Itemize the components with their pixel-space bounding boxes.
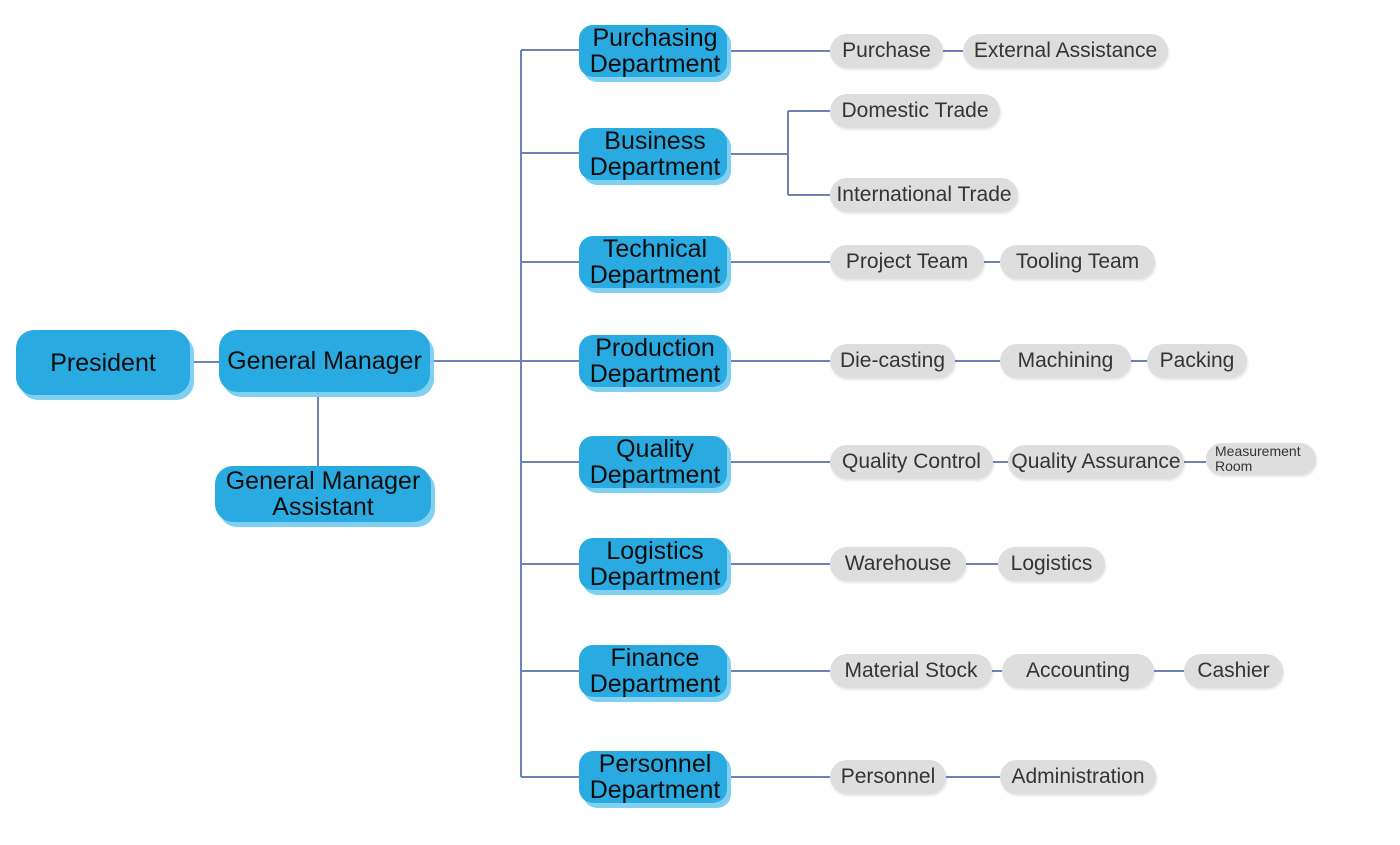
node-department-quality[interactable]: Quality Department: [579, 436, 727, 488]
node-department-personnel[interactable]: Personnel Department: [579, 751, 727, 803]
node-quality-control[interactable]: Quality Control: [830, 445, 993, 479]
node-business-line2: Department: [589, 153, 721, 181]
node-die-casting-label: Die-casting: [839, 348, 946, 372]
node-finance-line1: Finance: [610, 644, 700, 672]
node-department-purchasing[interactable]: Purchasing Department: [579, 25, 727, 77]
node-packing-label: Packing: [1159, 348, 1235, 372]
node-department-finance[interactable]: Finance Department: [579, 645, 727, 697]
node-president-label: President: [50, 348, 156, 377]
node-gm-assistant-line1: General Manager: [225, 467, 421, 495]
node-personnel-unit-label: Personnel: [840, 764, 936, 788]
node-tooling-team-label: Tooling Team: [1015, 249, 1140, 273]
node-purchase[interactable]: Purchase: [830, 34, 943, 68]
node-domestic-trade[interactable]: Domestic Trade: [830, 94, 1000, 128]
node-technical-line1: Technical: [602, 235, 708, 263]
node-tooling-team[interactable]: Tooling Team: [1000, 245, 1155, 279]
node-warehouse-label: Warehouse: [844, 551, 952, 575]
node-cashier[interactable]: Cashier: [1184, 654, 1283, 688]
node-purchase-label: Purchase: [842, 38, 931, 62]
node-department-business[interactable]: Business Department: [579, 128, 727, 180]
node-general-manager-assistant[interactable]: General Manager Assistant: [215, 466, 431, 522]
node-general-manager[interactable]: General Manager: [219, 330, 430, 392]
node-warehouse[interactable]: Warehouse: [830, 547, 966, 581]
node-business-line1: Business: [604, 127, 706, 155]
node-external-assistance-label: External Assistance: [973, 38, 1158, 62]
node-department-logistics[interactable]: Logistics Department: [579, 538, 727, 590]
node-department-production[interactable]: Production Department: [579, 335, 727, 387]
node-project-team[interactable]: Project Team: [830, 245, 984, 279]
node-production-line1: Production: [595, 334, 715, 362]
node-logistics-team-label: Logistics: [1010, 551, 1093, 575]
node-logistics-line1: Logistics: [606, 537, 704, 565]
node-quality-assurance[interactable]: Quality Assurance: [1008, 445, 1184, 479]
node-machining[interactable]: Machining: [1000, 344, 1131, 378]
node-accounting-label: Accounting: [1026, 658, 1130, 682]
node-president[interactable]: President: [16, 330, 190, 395]
node-project-team-label: Project Team: [845, 249, 969, 273]
node-packing[interactable]: Packing: [1147, 344, 1247, 378]
node-die-casting[interactable]: Die-casting: [830, 344, 955, 378]
node-logistics-line2: Department: [589, 563, 721, 591]
node-material-stock[interactable]: Material Stock: [830, 654, 992, 688]
node-department-technical[interactable]: Technical Department: [579, 236, 727, 288]
node-international-trade[interactable]: International Trade: [830, 178, 1018, 212]
node-personnel-line1: Personnel: [598, 750, 712, 778]
node-personnel-line2: Department: [589, 776, 721, 804]
node-measurement-room[interactable]: Measurement Room: [1206, 443, 1316, 475]
node-administration[interactable]: Administration: [1000, 760, 1156, 794]
node-administration-label: Administration: [1011, 764, 1145, 788]
node-personnel-unit[interactable]: Personnel: [830, 760, 946, 794]
node-cashier-label: Cashier: [1197, 658, 1270, 682]
node-measurement-room-line1: Measurement: [1215, 443, 1301, 460]
node-production-line2: Department: [589, 360, 721, 388]
node-gm-assistant-line2: Assistant: [272, 493, 374, 521]
node-quality-line2: Department: [589, 461, 721, 489]
node-purchasing-line2: Department: [589, 50, 721, 78]
node-technical-line2: Department: [589, 261, 721, 289]
node-general-manager-label: General Manager: [227, 347, 422, 375]
node-quality-control-label: Quality Control: [842, 449, 981, 473]
node-finance-line2: Department: [589, 670, 721, 698]
node-machining-label: Machining: [1017, 348, 1114, 372]
node-logistics-team[interactable]: Logistics: [998, 547, 1105, 581]
node-purchasing-line1: Purchasing: [592, 24, 718, 52]
node-international-trade-label: International Trade: [836, 182, 1012, 206]
node-material-stock-label: Material Stock: [844, 658, 978, 682]
node-external-assistance[interactable]: External Assistance: [963, 34, 1168, 68]
node-domestic-trade-label: Domestic Trade: [841, 98, 989, 122]
node-measurement-room-line2: Room: [1215, 458, 1253, 474]
node-quality-line1: Quality: [616, 435, 694, 463]
node-accounting[interactable]: Accounting: [1002, 654, 1154, 688]
node-quality-assurance-label: Quality Assurance: [1011, 449, 1181, 473]
